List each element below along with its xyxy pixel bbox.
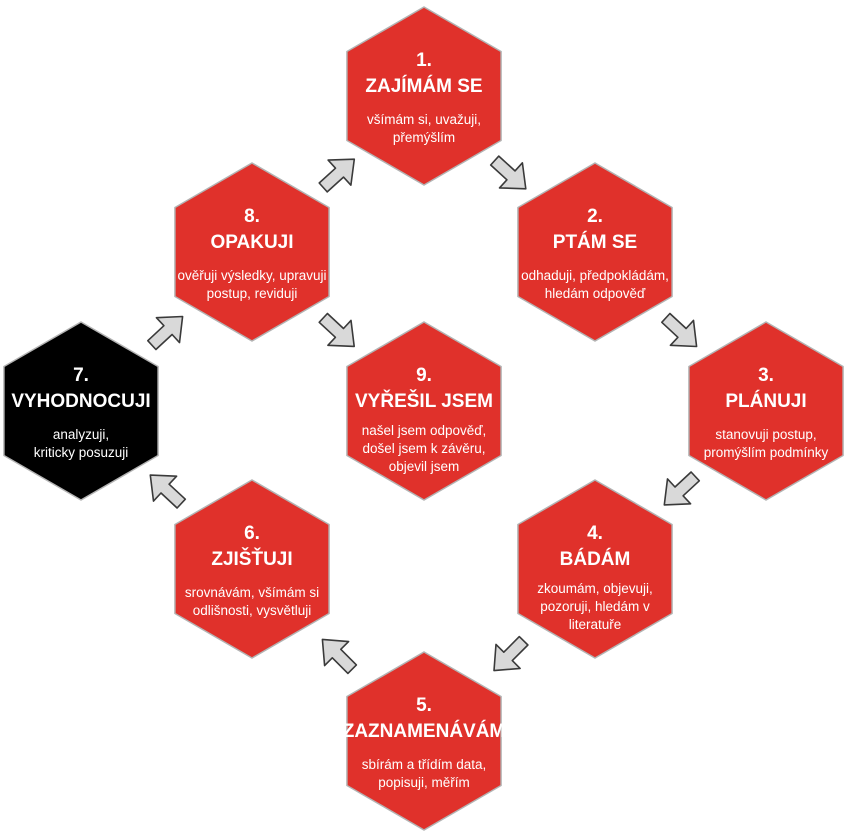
step-2-hexagon	[517, 162, 673, 342]
step-2-number: 2.	[587, 206, 603, 227]
steps-layer: 1. ZAJÍMÁM SE všímám si, uvažuji, přemýšlím…	[3, 6, 844, 831]
step-4-description-line: literatuře	[569, 617, 622, 632]
step-9-number: 9.	[416, 365, 432, 386]
step-9: 9. VYŘEŠIL JSEM našel jsem odpověď, došel j…	[346, 321, 502, 501]
step-4-hexagon	[517, 479, 673, 659]
step-6-hexagon	[174, 479, 330, 659]
step-3-description-line: promýšlím podmínky	[704, 445, 829, 460]
step-6-description-line: srovnávám, všímám si	[185, 585, 319, 600]
step-9-title: VYŘEŠIL JSEM	[355, 390, 493, 412]
step-6-description-line: odlišnosti, vysvětluji	[193, 603, 312, 618]
step-8-description-line: postup, reviduji	[207, 286, 298, 301]
step-8-number: 8.	[244, 206, 260, 227]
step-7-description-line: kriticky posuzuji	[34, 445, 129, 460]
step-4-title: BÁDÁM	[560, 548, 631, 570]
step-7-description-line: analyzuji,	[53, 427, 109, 442]
arrow-4-to-5	[493, 635, 529, 672]
step-4-number: 4.	[587, 523, 603, 544]
arrow-1-to-2	[489, 155, 527, 190]
step-5-description-line: popisuji, měřím	[378, 775, 470, 790]
step-6: 6. ZJIŠŤUJI srovnávám, všímám si odlišnosti…	[174, 479, 330, 659]
step-4: 4. BÁDÁM zkoumám, objevuji, pozoruji, hledá…	[517, 479, 673, 659]
step-1-hexagon	[346, 6, 502, 186]
step-3-title: PLÁNUJI	[725, 390, 806, 412]
step-7: 7. VYHODNOCUJI analyzuji, kriticky posuzuji	[3, 321, 159, 501]
step-1-description-line: všímám si, uvažuji,	[367, 112, 481, 127]
step-7-number: 7.	[73, 365, 89, 386]
step-1-number: 1.	[416, 50, 432, 71]
step-6-title: ZJIŠŤUJI	[211, 548, 292, 570]
arrow-6-to-7	[149, 474, 187, 509]
step-2-title: PTÁM SE	[553, 231, 637, 253]
arrow-8-to-1	[318, 158, 356, 193]
step-2: 2. PTÁM SE odhaduji, předpokládám, hledám o…	[517, 162, 673, 342]
step-9-description-line: našel jsem odpověď,	[362, 423, 487, 438]
arrow-2-to-3	[660, 312, 698, 348]
step-4-description-line: pozoruji, hledám v	[540, 599, 650, 614]
step-9-hexagon	[346, 321, 502, 501]
step-7-hexagon	[3, 321, 159, 501]
arrow-5-to-6	[321, 638, 358, 675]
step-4-description-line: zkoumám, objevuji,	[537, 581, 653, 596]
step-5-description-line: sbírám a třídím data,	[362, 757, 487, 772]
step-5-number: 5.	[416, 695, 432, 716]
step-1-description-line: přemýšlím	[393, 130, 455, 145]
arrow-7-to-8	[147, 315, 184, 351]
step-5: 5. ZAZNAMENÁVÁM sbírám a třídím data, popis…	[343, 651, 506, 831]
step-2-description-line: odhaduji, předpokládám,	[521, 268, 669, 283]
step-3: 3. PLÁNUJI stanovuji postup, promýšlím podm…	[688, 321, 844, 501]
step-9-description-line: došel jsem k závěru,	[362, 441, 485, 456]
step-3-number: 3.	[758, 365, 774, 386]
step-3-hexagon	[688, 321, 844, 501]
step-9-description-line: objevil jsem	[389, 459, 460, 474]
step-8: 8. OPAKUJI ověřuji výsledky, upravuji postu…	[174, 162, 330, 342]
step-8-title: OPAKUJI	[210, 232, 293, 253]
step-2-description-line: hledám odpověď	[545, 286, 646, 301]
step-5-hexagon	[346, 651, 502, 831]
step-6-number: 6.	[244, 523, 260, 544]
step-3-description-line: stanovuji postup,	[715, 427, 816, 442]
step-1-title: ZAJÍMÁM SE	[365, 75, 482, 97]
step-5-title: ZAZNAMENÁVÁM	[343, 720, 506, 742]
arrow-3-to-4	[663, 471, 701, 506]
step-8-hexagon	[174, 162, 330, 342]
step-1: 1. ZAJÍMÁM SE všímám si, uvažuji, přemýšlím	[346, 6, 502, 186]
arrow-8-to-9	[318, 312, 356, 348]
step-7-title: VYHODNOCUJI	[11, 391, 150, 412]
arrows-layer	[147, 155, 701, 675]
step-8-description-line: ověřuji výsledky, upravuji	[177, 268, 326, 283]
